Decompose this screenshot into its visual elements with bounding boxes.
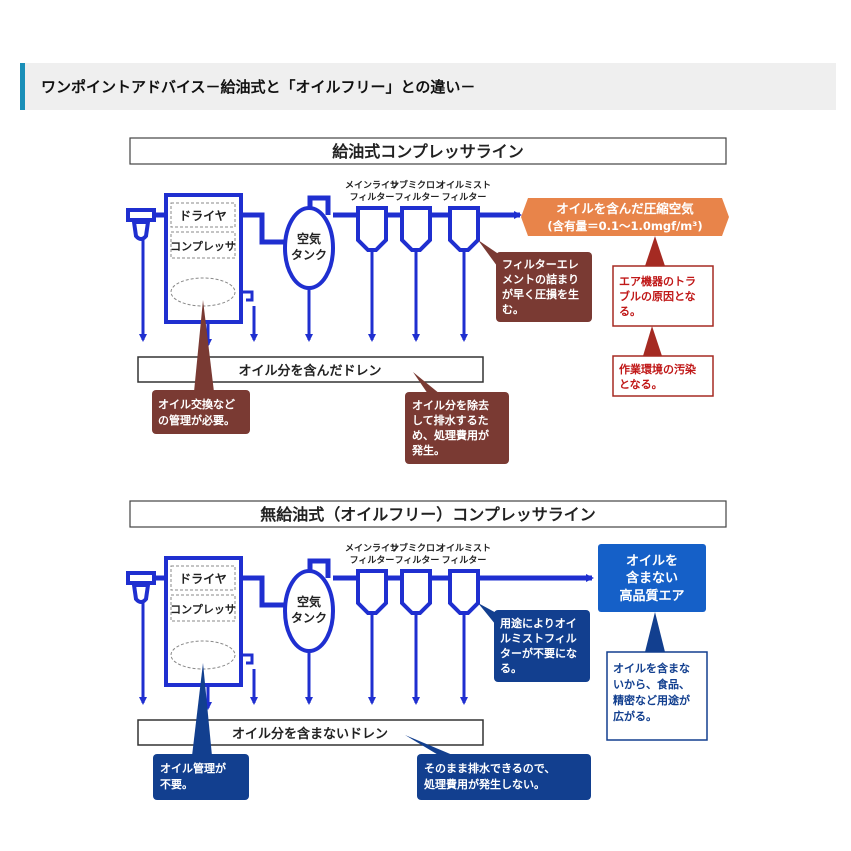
- filter-clog-line-3: が早く圧損を生: [502, 287, 579, 301]
- oil-mist-filter-icon: [448, 569, 480, 615]
- oil-management-callout: [152, 390, 250, 434]
- header-bar: ワンポイントアドバイス－給油式と「オイルフリー」との違い－: [20, 63, 836, 110]
- drain-cost-line-4: 発生。: [411, 443, 445, 457]
- filter-clog-line-4: む。: [502, 303, 524, 316]
- trouble-line-2: ブルの原因とな: [619, 289, 696, 303]
- quality-line-4: 広がる。: [613, 709, 657, 723]
- filter-label-main-bottom: フィルター: [350, 191, 395, 203]
- compressor-label: コンプレッサ: [170, 239, 236, 253]
- filter-label-mist-bottom: フィルター: [442, 554, 487, 566]
- filter-label-sub-bottom: フィルター: [395, 554, 440, 566]
- submicron-filter-icon: [400, 206, 432, 252]
- intake-filter-icon: [126, 208, 156, 241]
- filter-clog-callout: [496, 252, 592, 322]
- main-line-filter-icon: [356, 206, 388, 252]
- filter-label-main-top: メインライン: [345, 180, 399, 191]
- oiled-section-title: 給油式コンプレッサライン: [332, 142, 524, 161]
- oil-mgmt-line-2: の管理が必要。: [158, 413, 235, 427]
- oilfree-oil-mgmt-line-1: オイル管理が: [160, 761, 226, 775]
- drain-cost-callout: [405, 392, 509, 464]
- oilfree-oil-mgmt-line-2: 不要。: [160, 778, 193, 791]
- oilfree-drain-cost-callout: [417, 754, 591, 800]
- trouble-line-1: エア機器のトラ: [619, 274, 696, 288]
- drain-cost-line-2: して排水するた: [412, 413, 489, 427]
- filter-label-sub-bottom: フィルター: [395, 191, 440, 203]
- oiled-output-line-2: (含有量＝0.1～1.0mgf/m³): [547, 219, 702, 233]
- submicron-filter-icon: [400, 569, 432, 615]
- filter-optional-callout: [494, 610, 590, 682]
- filter-clog-line-2: メントの詰まり: [502, 272, 579, 286]
- tank-label-2: タンク: [291, 248, 327, 262]
- oilfree-output-line-2: 含まない: [625, 570, 678, 586]
- filter-label-main-bottom: フィルター: [350, 554, 395, 566]
- filter-label-sub-top: サブミクロン: [390, 542, 444, 554]
- main-line-filter-icon: [356, 569, 388, 615]
- oiled-drain-label: オイル分を含んだドレン: [238, 363, 381, 379]
- filter-label-sub-top: サブミクロン: [390, 179, 444, 191]
- tank-label-1: 空気: [297, 594, 321, 609]
- dryer-label: ドライヤ: [179, 209, 227, 223]
- oilfree-drain-cost-line-1: そのまま排水できるので、: [424, 761, 555, 775]
- oilfree-output-box: [598, 544, 706, 612]
- filter-label-mist-top: オイルミスト: [437, 180, 491, 191]
- oilfree-section-title: 無給油式（オイルフリー）コンプレッサライン: [260, 505, 596, 524]
- env-line-2: となる。: [619, 378, 663, 391]
- quality-line-3: 精密など用途が: [613, 693, 690, 707]
- compressor-label: コンプレッサ: [170, 602, 236, 616]
- page-title: ワンポイントアドバイス－給油式と「オイルフリー」との違い－: [41, 78, 476, 96]
- filter-optional-line-2: ルミストフィル: [500, 632, 577, 645]
- tank-label-1: 空気: [297, 231, 321, 246]
- quality-callout: [606, 651, 708, 741]
- oiled-output-line-1: オイルを含んだ圧縮空気: [556, 201, 694, 216]
- tank-label-2: タンク: [291, 611, 327, 625]
- intake-filter-icon: [126, 571, 156, 604]
- filter-optional-line-3: ターが不要にな: [500, 646, 577, 660]
- filter-label-mist-top: オイルミスト: [437, 543, 491, 554]
- oilfree-section: 無給油式（オイルフリー）コンプレッサライン ドライヤ コンプレッサ 空気 タンク…: [126, 500, 727, 800]
- filter-optional-line-1: 用途によりオイ: [500, 616, 577, 630]
- filter-label-main-top: メインライン: [345, 543, 399, 554]
- env-line-1: 作業環境の汚染: [619, 362, 697, 376]
- dryer-label: ドライヤ: [179, 572, 227, 586]
- oilfree-drain-label: オイル分を含まないドレン: [232, 726, 388, 742]
- oilfree-drain-cost-line-2: 処理費用が発生しない。: [423, 777, 545, 791]
- oilfree-oil-management-callout: [153, 754, 249, 800]
- quality-line-2: いから、食品、: [613, 677, 690, 691]
- environment-callout: [612, 355, 714, 397]
- drain-cost-line-3: め、処理費用が: [412, 428, 489, 442]
- quality-line-1: オイルを含まな: [613, 661, 690, 675]
- oil-mist-filter-icon: [448, 206, 480, 252]
- oiled-section: 給油式コンプレッサライン ドライヤ コンプレッサ 空気 タンク: [126, 137, 729, 464]
- oilfree-output-line-1: オイルを: [626, 554, 678, 569]
- filter-clog-line-1: フィルターエレ: [502, 258, 579, 271]
- trouble-line-3: る。: [619, 305, 641, 318]
- drain-cost-line-1: オイル分を除去: [412, 398, 489, 412]
- oilfree-output-line-3: 高品質エア: [619, 588, 684, 604]
- oiled-output-box: [521, 198, 729, 236]
- trouble-callout: [612, 265, 714, 327]
- oil-mgmt-line-1: オイル交換など: [158, 397, 235, 411]
- filter-label-mist-bottom: フィルター: [442, 191, 487, 203]
- filter-optional-line-4: る。: [500, 662, 522, 675]
